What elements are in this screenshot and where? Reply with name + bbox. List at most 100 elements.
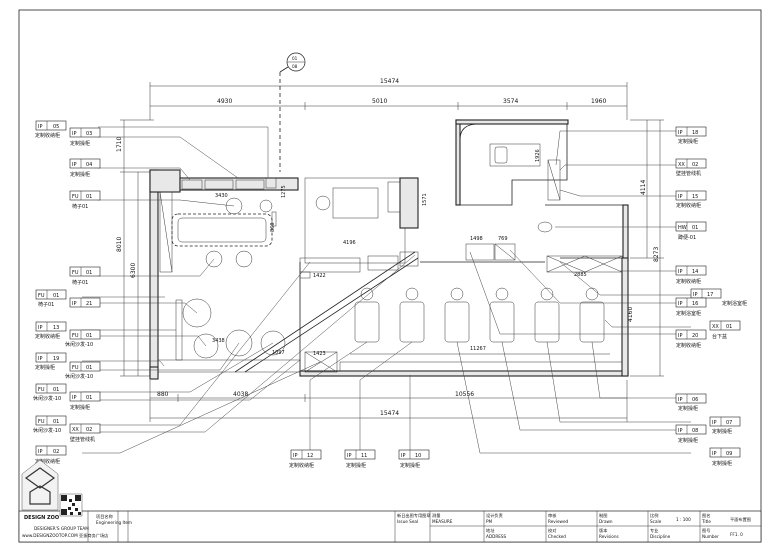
dim-top-total: 15474 (380, 78, 399, 85)
dim-interior-1: 3430 (215, 193, 228, 199)
issue-seal-en: Issue Seal (397, 519, 418, 524)
tag-right-13-num: 09 (726, 451, 732, 457)
project-label-cn: 项目名称 (96, 513, 113, 520)
tag-left-10-num: 19 (53, 356, 59, 362)
title-cn: 图名 (702, 512, 710, 519)
dim-interior-8: 769 (498, 236, 508, 242)
tag-right-9-label: 定制收纳柜 (676, 342, 701, 349)
tag-bottom-3: IP 10 定制操柜 (398, 449, 430, 469)
tag-right-11-label: 定制操柜 (712, 428, 732, 435)
tag-right-10-num: 06 (692, 397, 698, 403)
tag-left-6: FU 01 椅子01 (35, 289, 67, 308)
tag-left-1: IP 05 定制收纳柜 (35, 120, 67, 139)
tag-left-6-num: 01 (53, 293, 59, 299)
issue-seal-cn: 新日出图专用图章 (397, 512, 431, 519)
tag-left-11: FU 01 休闲沙发-10 (65, 361, 101, 380)
scale-en: Scale (650, 519, 662, 524)
scale-cn: 比例 (650, 512, 658, 519)
measure-cn: 测量 (432, 512, 440, 519)
tag-right-4-code: HW (678, 225, 687, 231)
plan-walls (149, 119, 629, 380)
site-text: www.DESIGNZOOTOP.COM 亚振商务广场店 (22, 532, 108, 539)
reviewed-en: Reviewed (548, 519, 569, 524)
scale-value: 1 : 100 (676, 517, 691, 522)
tag-right-3-num: 15 (692, 194, 698, 200)
tag-left-8-num: 13 (53, 325, 59, 331)
logo: DESIGN ZOO (21, 459, 59, 521)
tag-left-3-code: IP (72, 162, 77, 168)
tag-left-1-num: 05 (53, 124, 59, 130)
tag-left-9-num: 01 (86, 333, 92, 339)
dim-top-seg-4: 1960 (591, 98, 606, 105)
tag-right-7: IP 16 定制浴室柜 (675, 297, 707, 317)
right-tags: IP 18 定制操柜 XX 02 壁挂管线机 IP 15 定制收纳柜 HW 01… (675, 126, 747, 467)
tag-right-9-num: 20 (692, 333, 698, 339)
tag-bottom-1: IP 12 定制收纳柜 (289, 449, 322, 469)
tag-bottom-2-code: IP (347, 453, 352, 459)
tag-right-3-label: 定制收纳柜 (676, 202, 701, 209)
tag-left-10-label: 定制操柜 (35, 364, 55, 371)
tag-bottom-3-num: 10 (415, 453, 421, 459)
section-marker: 01 08 (286, 52, 306, 72)
tag-right-1: IP 18 定制操柜 (675, 126, 707, 145)
dim-interior-7: 1498 (470, 236, 483, 242)
tag-left-4-label: 椅子01 (72, 203, 88, 210)
tag-right-2-num: 02 (692, 162, 698, 168)
tag-right-8-code: XX (712, 324, 719, 330)
revisions-en: Revisions (599, 534, 619, 539)
tag-left-6-label: 椅子01 (38, 301, 54, 308)
tag-right-10: IP 06 定制操柜 (675, 393, 707, 412)
tag-left-15: XX 02 壁挂管线机 (69, 423, 101, 443)
tag-right-3-code: IP (678, 194, 683, 200)
bed-row (350, 287, 610, 355)
tag-right-11-code: IP (712, 420, 717, 426)
tag-left-4: FU 01 椅子01 (69, 190, 101, 210)
tag-bottom-3-label: 定制操柜 (400, 462, 420, 469)
tag-left-14-code: FU (38, 419, 45, 425)
drawn-cn: 制图 (599, 512, 607, 519)
tag-left-2-label: 定制操柜 (70, 140, 90, 147)
tag-bottom-2-num: 11 (361, 453, 367, 459)
tag-left-12-code: FU (38, 387, 45, 393)
interior-dimensions: 3430 1275 860 1571 4196 1422 1498 769 19… (212, 149, 587, 357)
tag-right-8-num: 01 (726, 324, 732, 330)
dim-interior-14: 1423 (313, 351, 326, 357)
tag-right-2-label: 壁挂管线机 (676, 170, 701, 177)
tag-right-7-label: 定制浴室柜 (676, 310, 701, 317)
tag-bottom-3-code: IP (401, 453, 406, 459)
tag-right-3: IP 15 定制收纳柜 (675, 190, 707, 209)
tag-right-2: XX 02 壁挂管线机 (675, 158, 707, 177)
tag-right-4: HW 01 蹲便-01 (675, 221, 707, 241)
tag-left-12-label: 休闲沙发-10 (33, 395, 61, 402)
tag-left-14-label: 休闲沙发-10 (33, 427, 61, 434)
number-cn: 图号 (702, 528, 710, 534)
tag-left-8-code: IP (38, 325, 43, 331)
tag-left-11-code: FU (72, 365, 79, 371)
tag-right-12-code: IP (678, 428, 683, 434)
tag-bottom-2: IP 11 定制操柜 (344, 449, 376, 469)
checked-en: Checked (548, 534, 566, 539)
tag-right-11-num: 07 (726, 420, 732, 426)
address-cn: 地址 (486, 527, 495, 533)
dim-interior-13: 1097 (272, 350, 285, 356)
tag-right-6-label: 定制浴室柜 (722, 300, 747, 307)
tag-left-5-code: FU (72, 270, 79, 276)
number-value: FF1. 0 (730, 532, 743, 537)
dim-interior-11: 11267 (470, 346, 486, 352)
dim-interior-9: 1926 (535, 149, 541, 162)
tag-left-15-num: 02 (86, 427, 92, 433)
dim-interior-6: 1422 (313, 273, 326, 279)
dim-interior-12: 3438 (212, 338, 225, 344)
tag-left-15-label: 壁挂管线机 (70, 436, 95, 443)
tag-left-4-code: FU (72, 194, 79, 200)
tag-right-8: XX 01 台下盆 (709, 320, 741, 340)
tag-right-12: IP 08 定制操柜 (675, 424, 707, 444)
tag-right-1-num: 18 (692, 130, 698, 136)
tag-left-13-label: 定制操柜 (70, 404, 90, 411)
tag-left-14: FU 01 休闲沙发-10 (33, 415, 67, 434)
tag-left-16-label: 定制收纳柜 (35, 458, 60, 465)
tag-left-3-num: 04 (86, 162, 92, 168)
tag-left-7: IP 21 (69, 297, 101, 308)
tag-right-7-num: 16 (692, 301, 698, 307)
dim-interior-3: 860 (270, 222, 276, 232)
